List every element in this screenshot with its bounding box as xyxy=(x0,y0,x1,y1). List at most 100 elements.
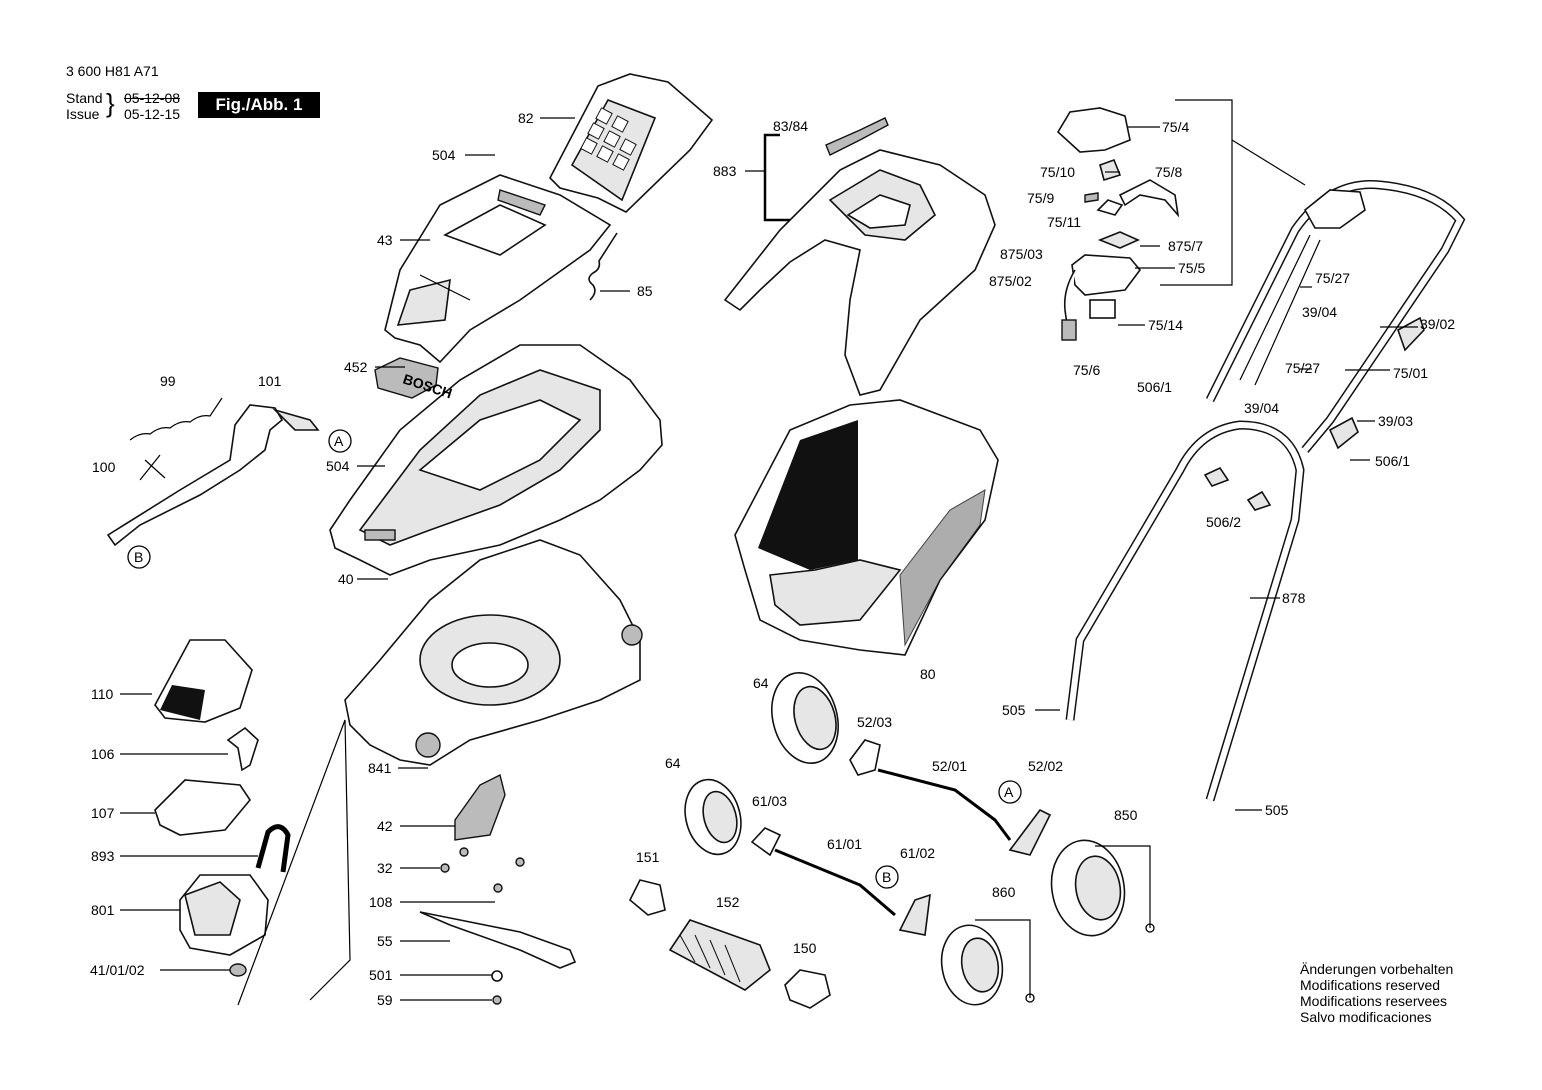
disclaimer-notes: Änderungen vorbehalten Modifications res… xyxy=(1300,961,1453,1025)
knob-39-03[interactable] xyxy=(1328,416,1359,450)
cover-107[interactable] xyxy=(154,779,251,836)
switch-106[interactable] xyxy=(226,726,259,772)
leader-lines xyxy=(120,99,1418,1006)
grass-bag-80[interactable] xyxy=(734,399,999,656)
spring-99[interactable] xyxy=(129,397,223,441)
callout-106: 106 xyxy=(91,746,115,762)
callout-107: 107 xyxy=(91,805,115,821)
ref-circle-a-1: A xyxy=(328,429,352,453)
screws-32[interactable] xyxy=(440,847,525,873)
grip-151[interactable] xyxy=(629,879,666,916)
bushing-41-01-02[interactable] xyxy=(229,963,247,977)
bracket-52-03[interactable] xyxy=(849,739,881,776)
clip-506-2a[interactable] xyxy=(1203,466,1230,487)
callout-39-03: 39/03 xyxy=(1378,413,1413,429)
wheel-64b[interactable] xyxy=(677,773,749,860)
callout-52-03: 52/03 xyxy=(857,714,892,730)
callout-100: 100 xyxy=(92,459,116,475)
spring-75-11[interactable] xyxy=(1096,199,1124,216)
switch-75-10[interactable] xyxy=(1099,158,1122,182)
deflector-42[interactable] xyxy=(454,773,506,841)
wheel-64a[interactable] xyxy=(762,665,848,770)
blade-55[interactable] xyxy=(419,911,577,969)
lever-52-02[interactable] xyxy=(1008,808,1052,856)
callout-75-6: 75/6 xyxy=(1073,362,1100,378)
stand-label: Stand xyxy=(66,90,103,106)
callout-52-01: 52/01 xyxy=(932,758,967,774)
callout-151: 151 xyxy=(636,849,660,865)
callout-875-03: 875/03 xyxy=(1000,246,1043,262)
svg-text:A: A xyxy=(1004,784,1014,800)
wheel-850[interactable] xyxy=(1044,834,1132,941)
lever-75-8[interactable] xyxy=(1118,179,1180,218)
knob-39-02[interactable] xyxy=(1397,316,1425,352)
callout-505-top: 505 xyxy=(1002,702,1026,718)
doc-number: 3 600 H81 A71 xyxy=(66,63,159,79)
callout-75-01: 75/01 xyxy=(1393,365,1428,381)
callout-505-bottom: 505 xyxy=(1265,802,1289,818)
block-75-14[interactable] xyxy=(1089,299,1116,319)
callout-61-03: 61/03 xyxy=(752,793,787,809)
lower-handle-878[interactable] xyxy=(1065,420,1305,802)
spring-100[interactable] xyxy=(139,454,166,481)
chassis-40[interactable] xyxy=(329,344,663,576)
screw-108[interactable] xyxy=(493,883,503,893)
svg-text:B: B xyxy=(134,549,143,565)
callout-860: 860 xyxy=(992,884,1016,900)
callout-506-1-bottom: 506/1 xyxy=(1375,453,1410,469)
washer-501[interactable] xyxy=(491,970,503,982)
callout-875-02: 875/02 xyxy=(989,273,1032,289)
bracket-61-03[interactable] xyxy=(750,827,782,857)
axle-61-01[interactable] xyxy=(774,848,896,917)
callout-875-7: 875/7 xyxy=(1168,238,1203,254)
ref-circle-b-2: B xyxy=(875,865,899,889)
callout-85: 85 xyxy=(637,283,653,299)
roller-152[interactable] xyxy=(668,919,771,991)
switch-housing-75-5[interactable] xyxy=(1071,254,1142,296)
callout-39-04-top: 39/04 xyxy=(1302,304,1337,320)
motor-801[interactable] xyxy=(179,874,269,956)
callout-59: 59 xyxy=(377,992,393,1008)
issue-label: Issue xyxy=(66,106,100,122)
deck-841[interactable] xyxy=(344,539,643,766)
callout-99: 99 xyxy=(160,373,176,389)
note-line-en: Modifications reserved xyxy=(1300,977,1441,993)
callout-39-02: 39/02 xyxy=(1420,316,1455,332)
callout-39-04-bottom: 39/04 xyxy=(1244,400,1279,416)
callout-504-top: 504 xyxy=(432,147,456,163)
svg-text:A: A xyxy=(334,433,344,449)
callout-75-10: 75/10 xyxy=(1040,164,1075,180)
clip-75-9[interactable] xyxy=(1084,192,1099,203)
part-875-7[interactable] xyxy=(1097,231,1140,249)
callout-506-1-top: 506/1 xyxy=(1137,379,1172,395)
callout-42: 42 xyxy=(377,818,393,834)
cable-893[interactable] xyxy=(255,824,291,873)
callout-893: 893 xyxy=(91,848,115,864)
screw-59[interactable] xyxy=(492,995,502,1005)
motor-cover-110[interactable] xyxy=(154,639,253,723)
cap-150[interactable] xyxy=(784,969,831,1009)
bag-frame-883[interactable] xyxy=(723,149,996,396)
callout-83-84: 83/84 xyxy=(773,118,808,134)
svg-text:B: B xyxy=(882,869,891,885)
plug-75-6[interactable] xyxy=(1061,319,1077,341)
clip-506-2b[interactable] xyxy=(1246,490,1272,511)
spring-85[interactable] xyxy=(588,232,618,301)
cover-part-82[interactable] xyxy=(549,73,714,213)
height-lever-101[interactable] xyxy=(106,404,320,547)
callout-75-14: 75/14 xyxy=(1148,317,1183,333)
callout-883: 883 xyxy=(713,163,737,179)
callout-878: 878 xyxy=(1282,590,1306,606)
part-61-02[interactable] xyxy=(898,893,931,936)
axle-52-01[interactable] xyxy=(877,768,1012,841)
upper-housing-43[interactable] xyxy=(384,174,612,364)
handle-grip-83-84[interactable] xyxy=(825,117,889,156)
callout-41-01-02: 41/01/02 xyxy=(90,962,145,978)
upper-handle-75-01[interactable] xyxy=(1205,180,1466,453)
switch-cover-75-4[interactable] xyxy=(1056,107,1131,153)
callout-labels: 82 504 43 85 452 504 40 99 101 100 110 1… xyxy=(90,110,1455,1008)
figure-label: Fig./Abb. 1 xyxy=(198,92,320,118)
note-line-de: Änderungen vorbehalten xyxy=(1300,961,1454,977)
wheel-860[interactable] xyxy=(936,920,1009,1009)
